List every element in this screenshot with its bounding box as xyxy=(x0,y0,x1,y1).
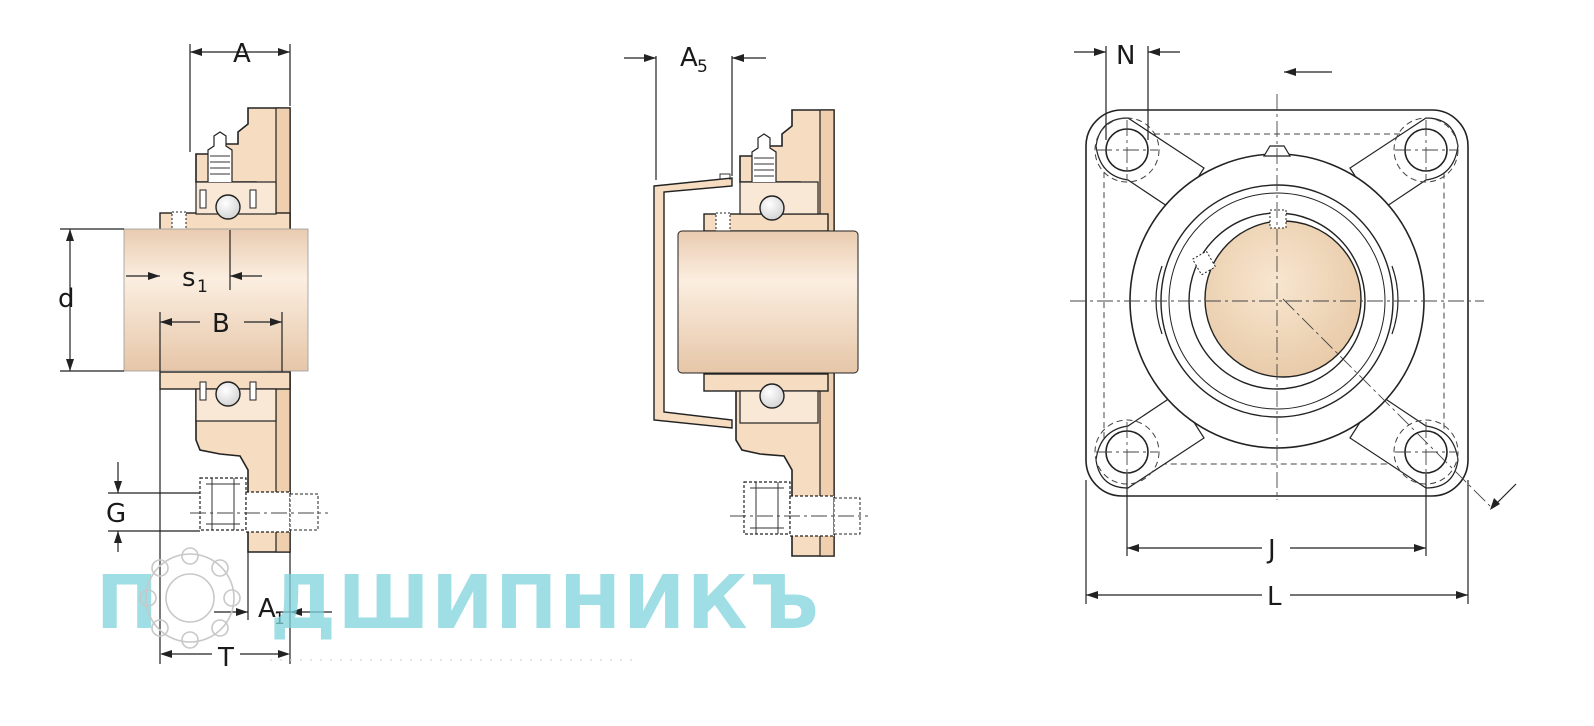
dim-label-L: L xyxy=(1267,582,1282,612)
shaft-middle xyxy=(677,230,859,374)
dim-label-G: G xyxy=(106,499,126,529)
dim-label-s1-sub: 1 xyxy=(197,277,208,297)
ball-upper xyxy=(215,194,241,220)
dim-label-A1-sub: 1 xyxy=(274,609,285,629)
dim-label-N: N xyxy=(1116,41,1135,71)
bolt-middle xyxy=(730,481,868,537)
watermark-text-left: П xyxy=(96,560,160,646)
dim-label-A: A xyxy=(233,39,251,69)
watermark-logo: П ДШИПНИКЪ xyxy=(96,547,821,661)
ball-lower xyxy=(215,381,241,407)
bolt-left xyxy=(190,477,328,533)
dim-label-J: J xyxy=(1266,535,1276,565)
svg-text:s: s xyxy=(182,263,196,293)
dim-label-d: d xyxy=(58,284,75,314)
shaft-left xyxy=(123,228,309,372)
dim-label-A5-sub: 5 xyxy=(697,57,708,77)
watermark-text-right: ДШИПНИКЪ xyxy=(270,560,821,646)
grease-nipple xyxy=(207,131,233,182)
dim-label-A5: A xyxy=(680,43,698,73)
dim-label-B: B xyxy=(212,309,230,339)
bearing-logo-icon xyxy=(139,547,241,649)
middle-section-view: A 5 xyxy=(624,43,868,557)
dim-label-s1: s xyxy=(182,263,196,293)
end-cover xyxy=(653,177,733,429)
dim-label-A1: A xyxy=(258,594,276,624)
front-view: N J L xyxy=(1070,41,1517,612)
set-screw xyxy=(171,211,187,231)
left-section-view: A d s 1 B G A 1 T xyxy=(58,39,332,673)
dim-label-T: T xyxy=(217,643,234,673)
